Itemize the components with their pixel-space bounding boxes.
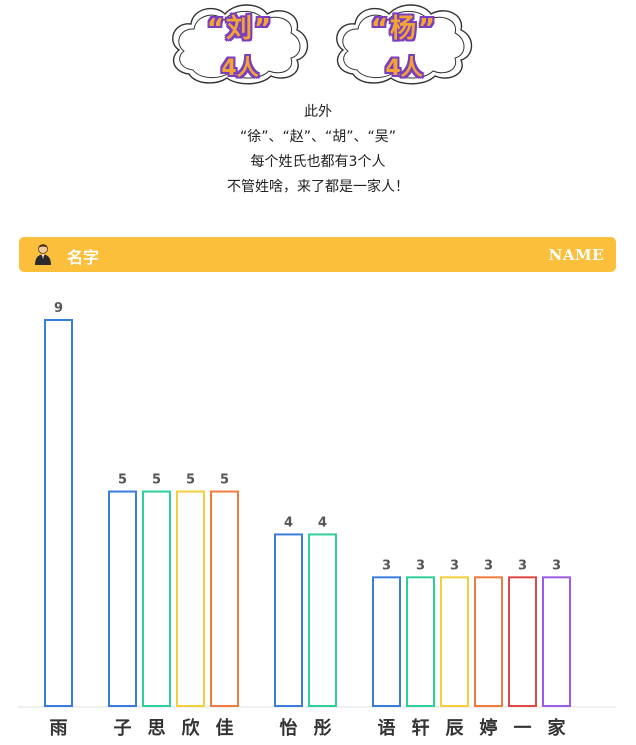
category-label: 子 [114, 718, 132, 739]
data-label: 3 [450, 558, 459, 573]
intro-line: 不管姓啥，来了都是一家人！ [227, 179, 409, 195]
person-icon [35, 244, 51, 265]
category-label: 家 [548, 717, 567, 739]
bar [142, 490, 171, 707]
bar [508, 576, 537, 708]
intro-text: 此外 “徐”、“赵”、“胡”、“吴” 每个姓氏也都有3个人 不管姓啥，来了都是一… [0, 100, 636, 200]
data-label: 4 [318, 515, 327, 530]
category-label: 婷 [480, 717, 498, 739]
data-label: 5 [152, 473, 161, 488]
category-label: 语 [378, 718, 396, 739]
bar [44, 319, 73, 707]
data-label: 3 [416, 558, 425, 573]
data-label: 3 [484, 558, 493, 573]
category-label: 佳 [216, 717, 234, 739]
data-label: 3 [382, 558, 391, 573]
cloud-banner: “刘” 4人 “杨” 4人 [0, 0, 636, 95]
cloud-count: 4人 [385, 56, 423, 81]
section-banner: 名字 NAME [19, 237, 616, 272]
data-label: 3 [552, 558, 561, 573]
data-label: 4 [284, 515, 293, 530]
bar [542, 576, 571, 708]
data-label: 5 [220, 473, 229, 488]
cloud-yang: “杨” 4人 [331, 2, 477, 86]
category-label: 雨 [50, 718, 68, 739]
cloud-liu: “刘” 4人 [167, 2, 313, 86]
bar [308, 533, 337, 707]
category-label: 思 [148, 718, 166, 739]
bar [440, 576, 469, 708]
bar [108, 490, 137, 707]
intro-line: “徐”、“赵”、“胡”、“吴” [239, 129, 397, 145]
bar [372, 576, 401, 708]
bar-chart: 9 雨 5 子 5 思 5 欣 5 佳 4 怡 4 彤 3 语 3 轩 3 辰 3 婷 3 一 3 家 [18, 301, 616, 739]
category-label: 辰 [446, 718, 464, 739]
cloud-count: 4人 [221, 56, 259, 81]
data-label: 9 [54, 301, 63, 316]
intro-line: 此外 [304, 104, 332, 120]
category-label: 怡 [280, 717, 298, 739]
category-label: 彤 [314, 718, 332, 739]
category-label: 一 [514, 718, 532, 739]
cloud-surname: “刘” [206, 14, 274, 44]
bar [176, 490, 205, 707]
cloud-shape-icon [172, 4, 309, 85]
bar [274, 533, 303, 707]
intro-line: 每个姓氏也都有3个人 [250, 154, 386, 170]
data-label: 5 [118, 473, 127, 488]
bar [474, 576, 503, 708]
category-label: 轩 [412, 717, 430, 739]
cloud-surname: “杨” [370, 14, 438, 44]
cloud-shape-icon [336, 4, 473, 85]
category-label: 欣 [182, 717, 200, 739]
bar [406, 576, 435, 708]
banner-label: 名字 [67, 248, 100, 267]
bar [210, 490, 239, 707]
data-label: 3 [518, 558, 527, 573]
data-label: 5 [186, 473, 195, 488]
banner-label-en: NAME [548, 246, 604, 264]
